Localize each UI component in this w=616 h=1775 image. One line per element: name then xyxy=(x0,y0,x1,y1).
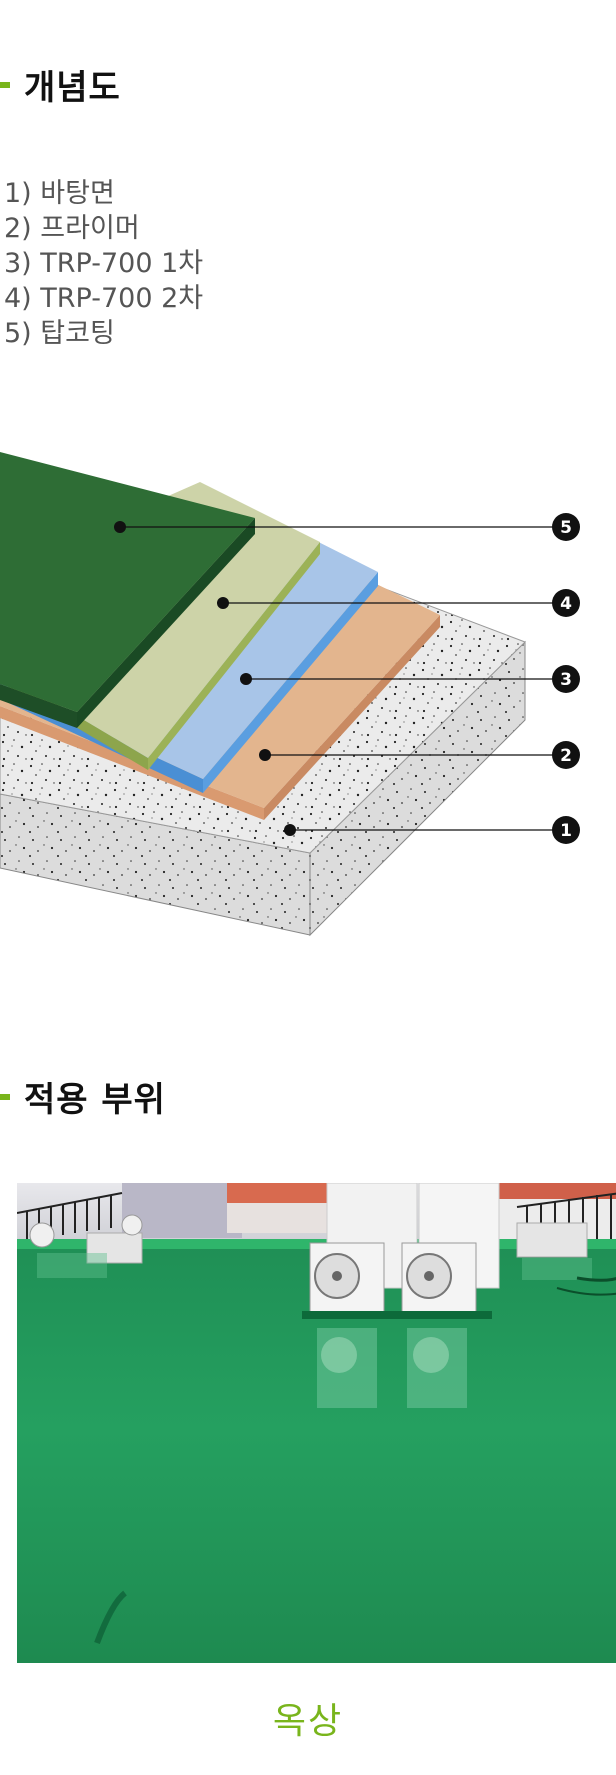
application-title: 적용 부위 xyxy=(24,1080,166,1120)
layer-item-2: 2) 프라이머 xyxy=(4,213,140,244)
layer-item-1: 1) 바탕면 xyxy=(4,178,115,209)
concept-title: 개념도 xyxy=(24,68,121,108)
badge-2: 2 xyxy=(552,741,580,769)
layer-item-3: 3) TRP-700 1차 xyxy=(4,248,204,279)
layer-item-5: 5) 탑코팅 xyxy=(4,318,115,349)
leader-dots xyxy=(114,521,296,836)
leader-lines xyxy=(120,526,555,831)
badge-3-label: 3 xyxy=(560,670,572,690)
title-accent-bar xyxy=(0,81,10,88)
rooftop-photo xyxy=(17,1183,616,1663)
badge-4: 4 xyxy=(552,589,580,617)
badge-1: 1 xyxy=(552,816,580,844)
topcoat-layer xyxy=(0,452,255,728)
application-section-title: 적용 부위 xyxy=(0,1072,166,1121)
badge-5: 5 xyxy=(552,513,580,541)
title-accent-bar xyxy=(0,1093,10,1100)
layer-item-4: 4) TRP-700 2차 xyxy=(4,283,204,314)
badge-2-label: 2 xyxy=(560,746,572,766)
layer-list: 1) 바탕면 2) 프라이머 3) TRP-700 1차 4) TRP-700 … xyxy=(4,176,203,351)
concept-section-title: 개념도 xyxy=(0,60,121,109)
badge-3: 3 xyxy=(552,665,580,693)
photo-caption: 옥상 xyxy=(272,1701,344,1742)
layer-diagram: 5 4 3 2 1 xyxy=(0,452,580,937)
badge-1-label: 1 xyxy=(560,821,572,841)
badge-4-label: 4 xyxy=(560,594,572,614)
badge-5-label: 5 xyxy=(560,518,572,538)
